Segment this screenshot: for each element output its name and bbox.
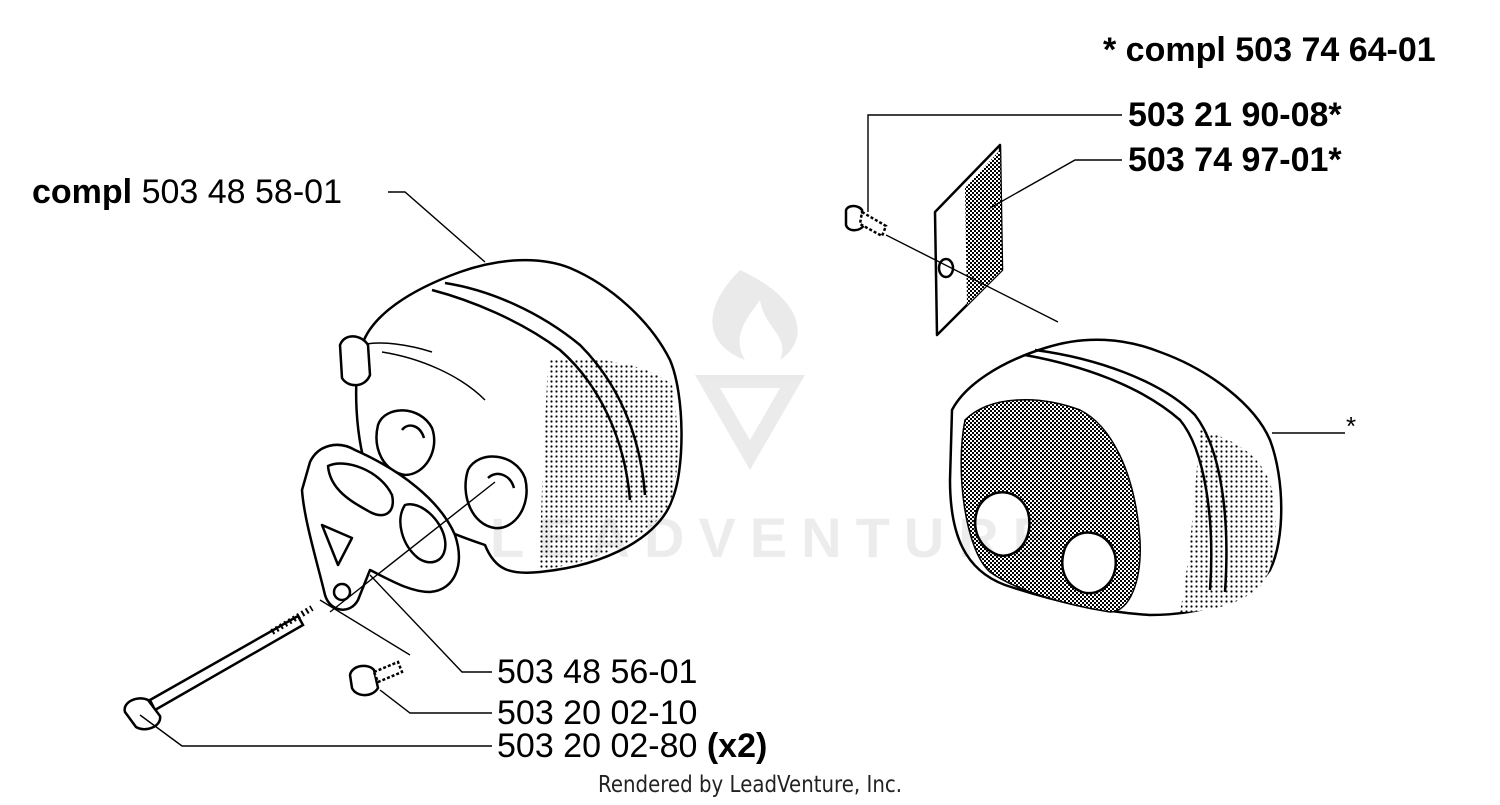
label-screw-top: 503 21 90-08* bbox=[1128, 98, 1342, 132]
gasket bbox=[300, 443, 460, 611]
label-screw-top-number: 503 21 90-08 bbox=[1128, 96, 1329, 134]
muffler-left bbox=[338, 258, 683, 574]
screen-screw bbox=[844, 204, 888, 238]
label-screw-top-suffix: * bbox=[1328, 96, 1342, 134]
label-screen-suffix: * bbox=[1328, 141, 1342, 179]
label-muffler-left-number: 503 48 58-01 bbox=[141, 173, 342, 211]
footer-credit: Rendered by LeadVenture, Inc. bbox=[597, 772, 903, 798]
label-gasket-number: 503 48 56-01 bbox=[497, 653, 698, 691]
label-top-set: * compl 503 74 64-01 bbox=[1103, 33, 1436, 67]
short-bolt bbox=[348, 660, 404, 697]
label-screen: 503 74 97-01* bbox=[1128, 143, 1342, 177]
label-bolt-short: 503 20 02-10 bbox=[497, 696, 697, 730]
label-screen-number: 503 74 97-01 bbox=[1128, 141, 1329, 179]
label-muffler-right: * bbox=[1346, 411, 1357, 441]
label-bolt-long-number: 503 20 02-80 bbox=[497, 727, 698, 765]
label-muffler-left-prefix: compl bbox=[32, 173, 133, 211]
label-bolt-long: 503 20 02-80 (x2) bbox=[497, 729, 767, 763]
label-top-set-number: 503 74 64-01 bbox=[1235, 31, 1436, 69]
watermark-logo bbox=[695, 270, 805, 470]
muffler-right bbox=[948, 338, 1283, 617]
spark-screen bbox=[933, 143, 1004, 337]
long-bolt bbox=[123, 605, 314, 731]
label-gasket: 503 48 56-01 bbox=[497, 655, 697, 689]
label-top-set-prefix: * compl bbox=[1103, 31, 1226, 69]
leader-lines bbox=[139, 114, 1345, 747]
label-muffler-left: compl 503 48 58-01 bbox=[32, 175, 342, 209]
label-bolt-long-qty: (x2) bbox=[706, 727, 768, 765]
label-bolt-short-number: 503 20 02-10 bbox=[497, 694, 698, 732]
watermark-text: LEADVENTURE bbox=[490, 506, 1065, 569]
